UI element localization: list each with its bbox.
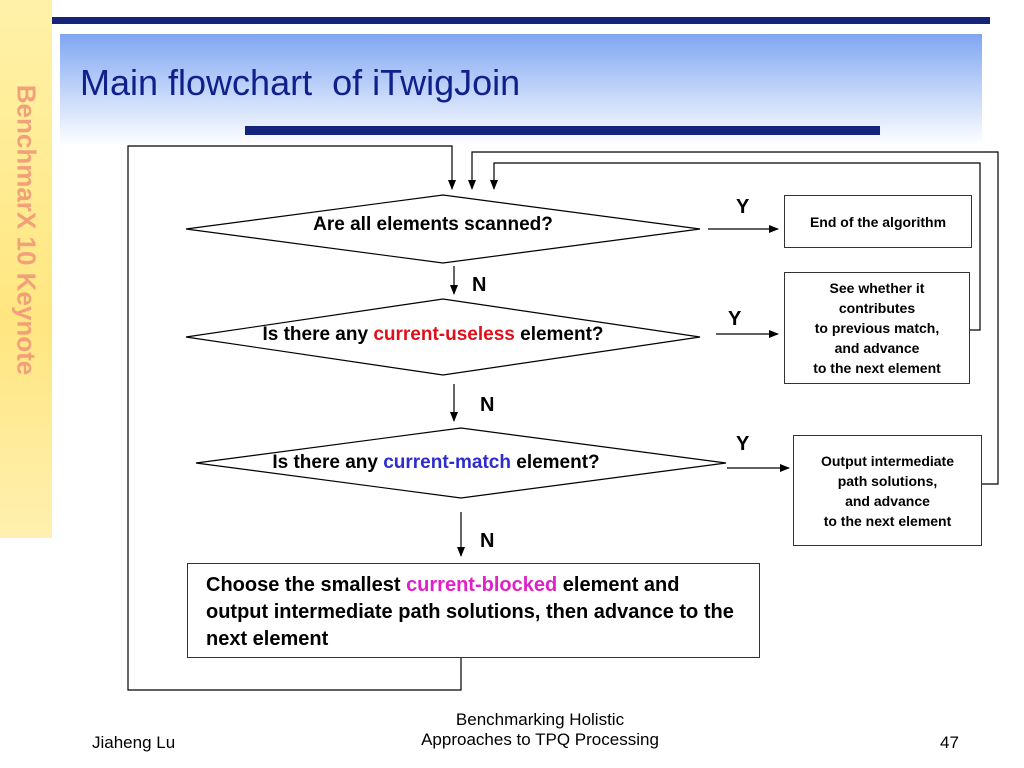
sidebar-strip: BenchmarX 10 Keynote	[0, 0, 52, 538]
no-label-1: N	[472, 274, 487, 296]
result-box-output: Output intermediate path solutions, and …	[793, 435, 982, 546]
loop-back-final	[127, 145, 462, 691]
footer-center-line1: Benchmarking Holistic	[455, 710, 625, 729]
loop-back-result3	[468, 151, 999, 485]
no-label-2: N	[480, 394, 495, 416]
result-box-contributes: See whether it contributes to previous m…	[784, 272, 970, 384]
process-box-blocked: Choose the smallest current-blocked elem…	[187, 563, 760, 658]
footer-page-number: 47	[940, 733, 959, 752]
yes-label-1: Y	[736, 196, 750, 218]
decision-2-text-before: Is there any	[262, 324, 374, 345]
decision-3-text-before: Is there any	[272, 452, 384, 473]
decision-diamond-1	[185, 194, 701, 264]
yes-label-3: Y	[736, 433, 750, 455]
decision-2-text-after: element?	[514, 324, 604, 345]
current-blocked-term: current-blocked	[406, 574, 558, 596]
loop-back-result2	[490, 162, 981, 331]
current-match-term: current-match	[383, 452, 511, 473]
slide-title: Main flowchart of iTwigJoin	[80, 62, 521, 103]
footer-author: Jiaheng Lu	[92, 733, 176, 752]
yes-label-2: Y	[728, 308, 742, 330]
decision-1-text: Are all elements scanned?	[313, 214, 553, 235]
top-rule	[52, 17, 990, 24]
process-box-text-after: element and output intermediate path sol…	[206, 574, 734, 650]
footer-center: Benchmarking Holistic Approaches to TPQ …	[400, 710, 680, 750]
footer-center-line2: Approaches to TPQ Processing	[421, 730, 659, 749]
process-box-text-before: Choose the smallest	[206, 574, 407, 596]
current-useless-term: current-useless	[373, 324, 515, 345]
decision-2-text: Is there any current-useless element?	[262, 324, 603, 346]
decision-diamond-3	[195, 427, 727, 499]
decision-diamond-2	[185, 298, 701, 376]
title-rule	[245, 126, 880, 135]
result-box-end: End of the algorithm	[784, 195, 972, 248]
decision-3-text: Is there any current-match element?	[272, 452, 599, 474]
decision-3-text-after: element?	[510, 452, 600, 473]
no-label-3: N	[480, 530, 495, 552]
